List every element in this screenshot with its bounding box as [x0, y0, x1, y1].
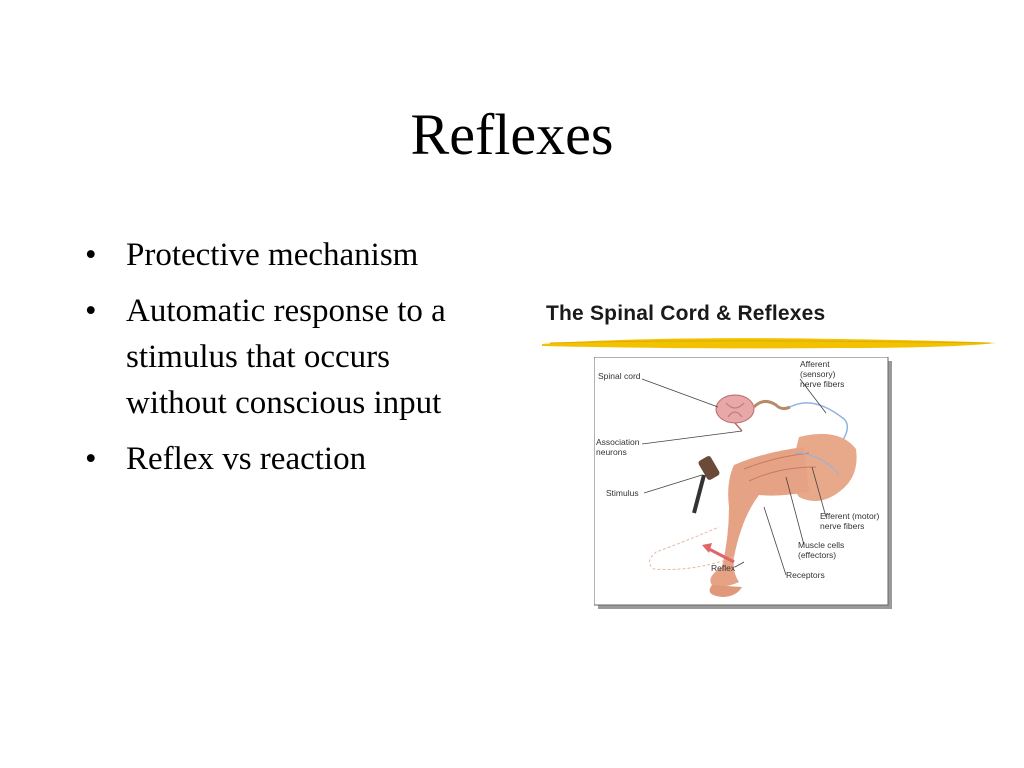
bullet-dot: •: [85, 441, 97, 477]
label-efferent-nerve-fibers: nerve fibers: [820, 521, 864, 531]
figure-title: The Spinal Cord & Reflexes: [546, 302, 826, 325]
label-muscle-cells: Muscle cells: [798, 540, 844, 550]
reflex-arc-illustration: Spinal cord Afferent (sensory) nerve fib…: [594, 357, 892, 609]
bullet-dot: •: [85, 237, 97, 273]
label-association: Association: [596, 437, 640, 447]
label-afferent-nerve-fibers: nerve fibers: [800, 379, 844, 389]
slide-title: Reflexes: [410, 102, 614, 167]
bullet-text: Reflex vs reaction: [126, 441, 367, 477]
yellow-brush-stroke: [542, 338, 996, 349]
bullet-item: • Protective mechanism: [85, 232, 495, 278]
label-spinal-cord: Spinal cord: [598, 371, 641, 381]
label-receptors: Receptors: [786, 570, 825, 580]
bullet-item: • Automatic response to a stimulus that …: [85, 288, 495, 426]
label-afferent: Afferent: [800, 359, 830, 369]
label-association-neurons: neurons: [596, 447, 627, 457]
bullet-text: Automatic response to a stimulus that oc…: [126, 293, 446, 421]
bullet-item: • Reflex vs reaction: [85, 436, 495, 482]
label-stimulus: Stimulus: [606, 488, 639, 498]
label-afferent-sensory: (sensory): [800, 369, 836, 379]
label-effectors: (effectors): [798, 550, 836, 560]
label-reflex: Reflex: [711, 563, 736, 573]
bullet-text: Protective mechanism: [126, 237, 419, 273]
bullet-list: • Protective mechanism • Automatic respo…: [85, 232, 495, 492]
label-efferent: Efferent (motor): [820, 511, 880, 521]
bullet-dot: •: [85, 293, 97, 329]
